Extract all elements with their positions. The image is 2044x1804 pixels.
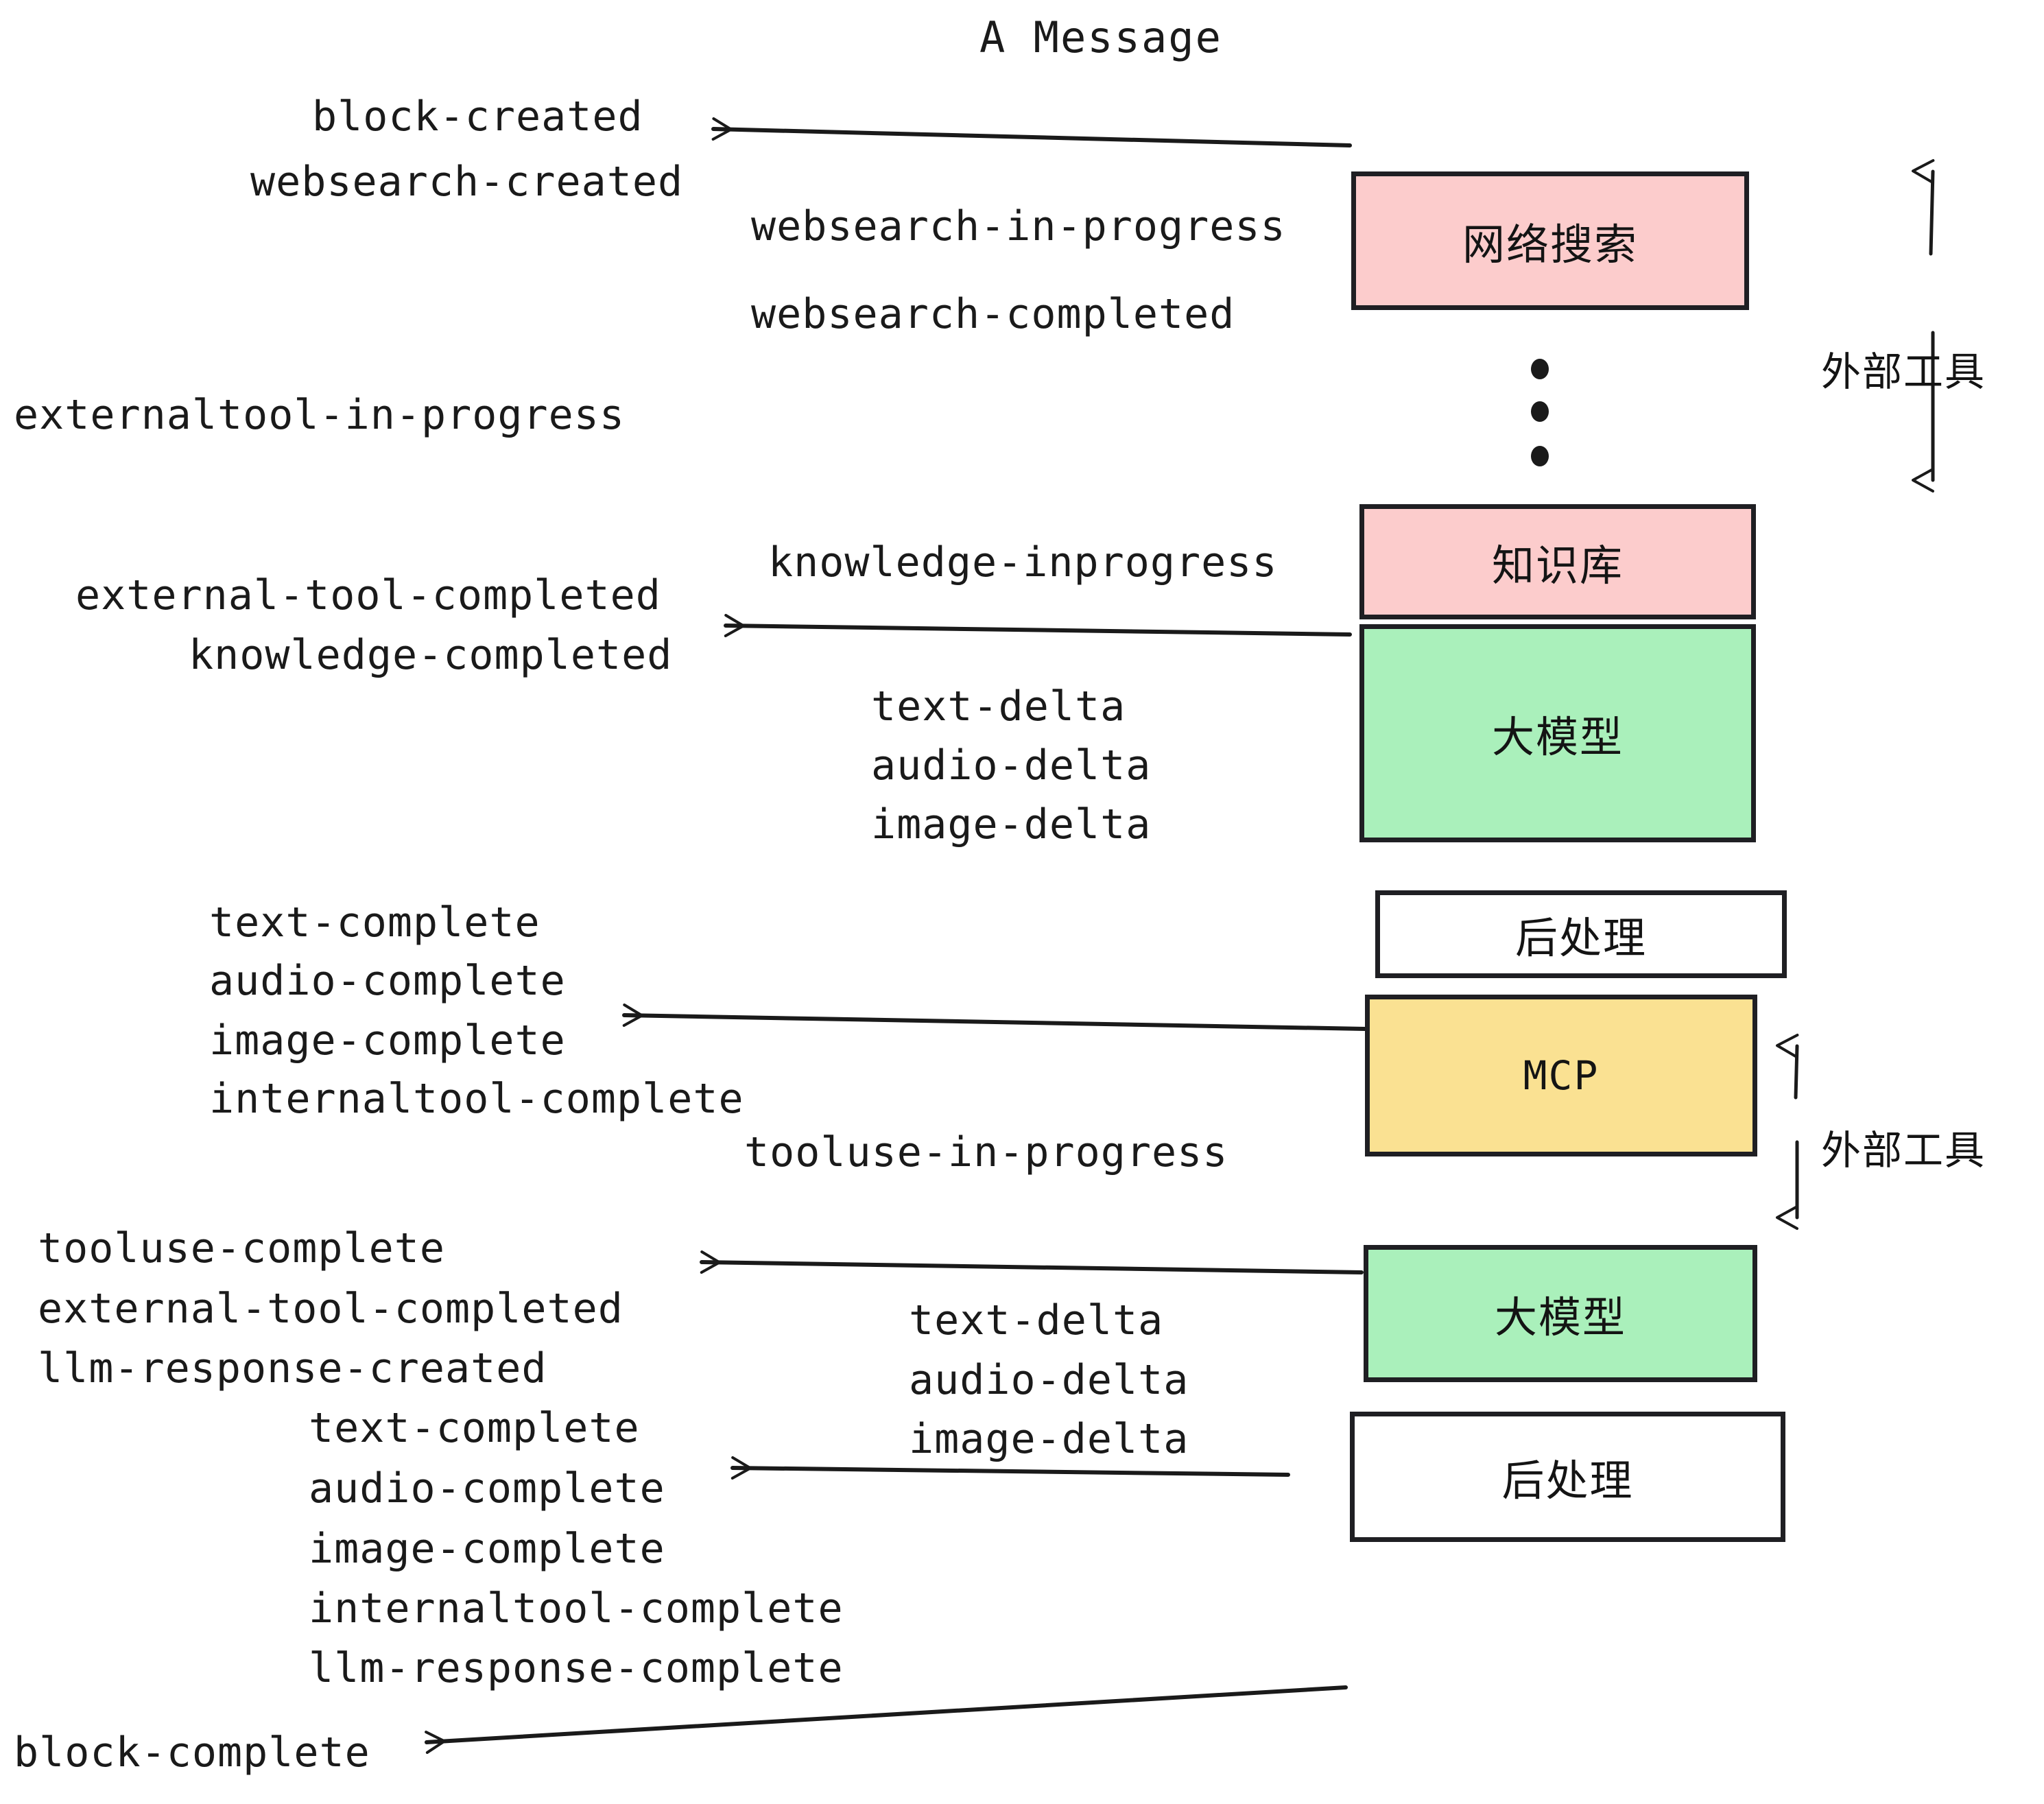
event-label: text-complete xyxy=(209,899,540,947)
component-box: 大模型 xyxy=(1364,1245,1757,1382)
component-box: MCP xyxy=(1365,995,1757,1156)
event-label: text-delta xyxy=(909,1296,1164,1344)
event-label: tooluse-complete xyxy=(38,1224,445,1272)
page-title: A Message xyxy=(979,12,1222,62)
component-box-label: 大模型 xyxy=(1494,1292,1626,1342)
event-label: audio-complete xyxy=(309,1464,665,1512)
component-box-label: 后处理 xyxy=(1501,1456,1634,1506)
ellipsis-dot-icon xyxy=(1531,446,1549,466)
external-tool-scope-bottom-up xyxy=(1776,1034,1799,1100)
event-label: tooluse-in-progress xyxy=(744,1128,1228,1176)
event-label: image-complete xyxy=(309,1525,665,1573)
event-label: websearch-completed xyxy=(751,290,1235,338)
knowledge-return-arrow xyxy=(724,614,1352,637)
websearch-return-arrow xyxy=(711,117,1352,147)
external-tool-scope-label: 外部工具 xyxy=(1821,1127,1986,1174)
event-label: block-created xyxy=(312,93,643,141)
component-box: 知识库 xyxy=(1359,504,1756,619)
event-label: audio-delta xyxy=(909,1356,1189,1404)
component-box: 大模型 xyxy=(1359,624,1756,842)
external-tool-scope-top-up xyxy=(1912,159,1935,256)
component-box: 后处理 xyxy=(1350,1412,1785,1542)
event-label: knowledge-completed xyxy=(189,631,673,679)
event-label: externaltool-in-progress xyxy=(14,391,625,439)
event-label: websearch-in-progress xyxy=(751,202,1286,250)
event-label: llm-response-created xyxy=(38,1344,547,1392)
ellipsis-dot-icon xyxy=(1531,401,1549,422)
event-label: internaltool-complete xyxy=(209,1075,744,1123)
event-label: external-tool-completed xyxy=(75,571,661,619)
event-label: knowledge-inprogress xyxy=(768,538,1278,586)
event-label: text-delta xyxy=(871,683,1126,731)
component-box: 网络搜索 xyxy=(1351,171,1749,310)
ellipsis-dot-icon xyxy=(1531,359,1549,379)
event-label: audio-complete xyxy=(209,957,566,1005)
mcp-return-arrow xyxy=(700,1250,1364,1274)
component-box-label: MCP xyxy=(1523,1052,1600,1099)
component-box-label: 后处理 xyxy=(1514,913,1647,963)
llm-return-arrow xyxy=(730,1456,1290,1480)
event-label: external-tool-completed xyxy=(38,1285,623,1333)
event-label: audio-delta xyxy=(871,741,1152,790)
component-box-label: 知识库 xyxy=(1491,541,1624,591)
event-label: block-complete xyxy=(14,1729,370,1777)
event-label: image-complete xyxy=(209,1017,566,1065)
event-label: image-delta xyxy=(871,800,1152,848)
block-complete-arrow xyxy=(425,1685,1348,1754)
event-label: internaltool-complete xyxy=(309,1585,844,1633)
component-box-label: 网络搜索 xyxy=(1462,219,1638,270)
component-box: 后处理 xyxy=(1375,890,1787,978)
event-label: text-complete xyxy=(309,1404,640,1452)
external-tool-scope-label: 外部工具 xyxy=(1821,348,1986,395)
event-label: websearch-created xyxy=(250,158,684,206)
component-box-label: 大模型 xyxy=(1491,712,1624,762)
postprocess-return-arrow xyxy=(622,1004,1367,1031)
event-label: image-delta xyxy=(909,1415,1189,1463)
event-label: llm-response-complete xyxy=(309,1644,844,1692)
